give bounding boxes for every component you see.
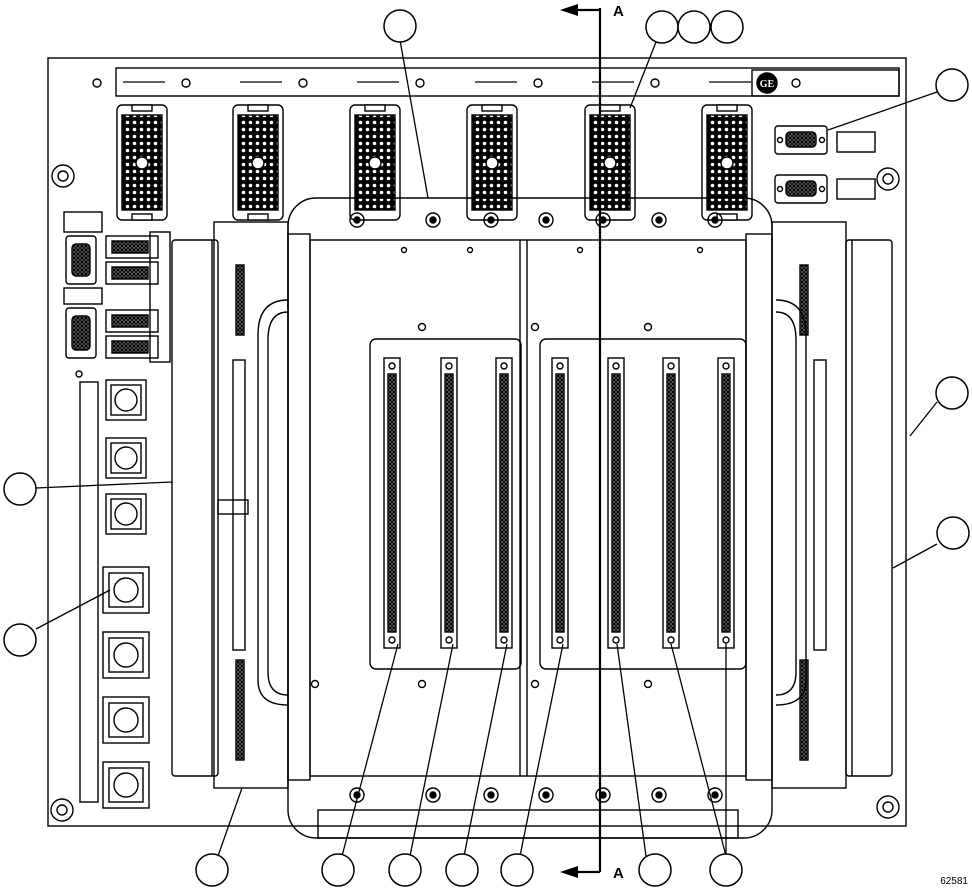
logo-plate bbox=[751, 69, 900, 97]
power-connector bbox=[701, 104, 753, 221]
card-connector bbox=[551, 357, 569, 649]
ge-logo-text: GE bbox=[760, 79, 775, 90]
card-connector bbox=[440, 357, 458, 649]
left-io-block bbox=[63, 211, 171, 803]
callout-circle bbox=[936, 516, 970, 550]
card-connector bbox=[717, 357, 735, 649]
callout-circle bbox=[709, 853, 743, 887]
section-marker-bottom: A bbox=[613, 865, 624, 882]
coax-connectors bbox=[102, 379, 150, 809]
callout-circle bbox=[935, 68, 969, 102]
callout-circle bbox=[645, 10, 679, 44]
section-arrow-top-icon bbox=[560, 4, 578, 16]
coax-connector bbox=[105, 493, 147, 535]
chassis-frame bbox=[47, 57, 907, 827]
corner-screws bbox=[50, 164, 900, 822]
callout-circle bbox=[445, 853, 479, 887]
power-connector bbox=[349, 104, 401, 221]
cage-top-screws bbox=[349, 212, 723, 228]
dsub-connectors-right bbox=[774, 125, 876, 204]
ge-logo-icon bbox=[756, 72, 778, 94]
coax-connector bbox=[102, 696, 150, 744]
callout-circle bbox=[195, 853, 229, 887]
figure-number: 62581 bbox=[940, 876, 968, 887]
right-card-guide bbox=[771, 221, 893, 789]
callout-circles bbox=[3, 9, 970, 887]
power-connectors bbox=[116, 104, 753, 221]
power-connector bbox=[466, 104, 518, 221]
section-marker-top: A bbox=[613, 3, 624, 20]
card-connector bbox=[383, 357, 401, 649]
callout-circle bbox=[500, 853, 534, 887]
power-connector bbox=[232, 104, 284, 221]
callout-circle bbox=[388, 853, 422, 887]
cage-bottom-screws bbox=[349, 787, 723, 803]
callout-circle bbox=[677, 10, 711, 44]
callout-circle bbox=[3, 623, 37, 657]
power-connector bbox=[584, 104, 636, 221]
card-cage bbox=[287, 197, 773, 839]
leader-lines bbox=[35, 39, 938, 857]
callout-circle bbox=[321, 853, 355, 887]
top-rail-screws bbox=[92, 78, 660, 88]
callout-circle bbox=[3, 472, 37, 506]
callout-circle bbox=[935, 376, 969, 410]
section-arrow-bottom-icon bbox=[560, 866, 578, 878]
power-connector bbox=[116, 104, 168, 221]
coax-connector bbox=[105, 379, 147, 421]
coax-connector bbox=[102, 631, 150, 679]
card-connector bbox=[607, 357, 625, 649]
coax-connector bbox=[105, 437, 147, 479]
callout-circle bbox=[638, 853, 672, 887]
callout-circle bbox=[383, 9, 417, 43]
card-connector bbox=[495, 357, 513, 649]
card-connector bbox=[662, 357, 680, 649]
left-card-guide bbox=[171, 221, 289, 789]
card-connectors bbox=[383, 357, 735, 649]
coax-connector bbox=[102, 761, 150, 809]
callout-circle bbox=[710, 10, 744, 44]
